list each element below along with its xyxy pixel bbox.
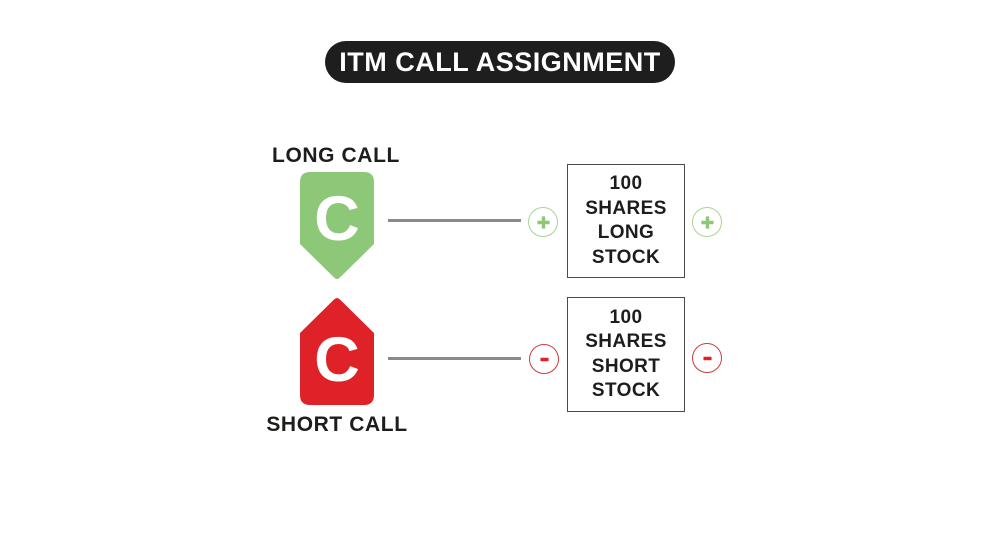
plus-circle-right — [692, 207, 722, 237]
plus-circle-left — [528, 207, 558, 237]
minus-icon — [702, 356, 712, 360]
long-call-label: LONG CALL — [272, 144, 400, 167]
short-stock-box: 100 SHARES SHORT STOCK — [567, 297, 685, 412]
short-call-label: SHORT CALL — [266, 413, 408, 436]
short-call-letter: C — [314, 324, 360, 395]
short-stock-text: 100 SHARES SHORT STOCK — [585, 306, 667, 402]
short-call-badge-icon — [300, 297, 374, 405]
long-connector-line — [388, 219, 521, 222]
minus-icon — [539, 357, 549, 361]
long-stock-box: 100 SHARES LONG STOCK — [567, 164, 685, 278]
long-call-letter: C — [314, 184, 360, 254]
long-stock-text: 100 SHARES LONG STOCK — [585, 173, 667, 268]
long-call-badge-icon — [300, 172, 374, 280]
minus-circle-right — [692, 343, 722, 373]
plus-icon — [536, 215, 550, 229]
plus-icon — [700, 215, 714, 229]
page-title: ITM CALL ASSIGNMENT — [339, 46, 661, 77]
title-pill: ITM CALL ASSIGNMENT — [325, 41, 675, 83]
minus-circle-left — [529, 344, 559, 374]
short-connector-line — [388, 357, 521, 360]
